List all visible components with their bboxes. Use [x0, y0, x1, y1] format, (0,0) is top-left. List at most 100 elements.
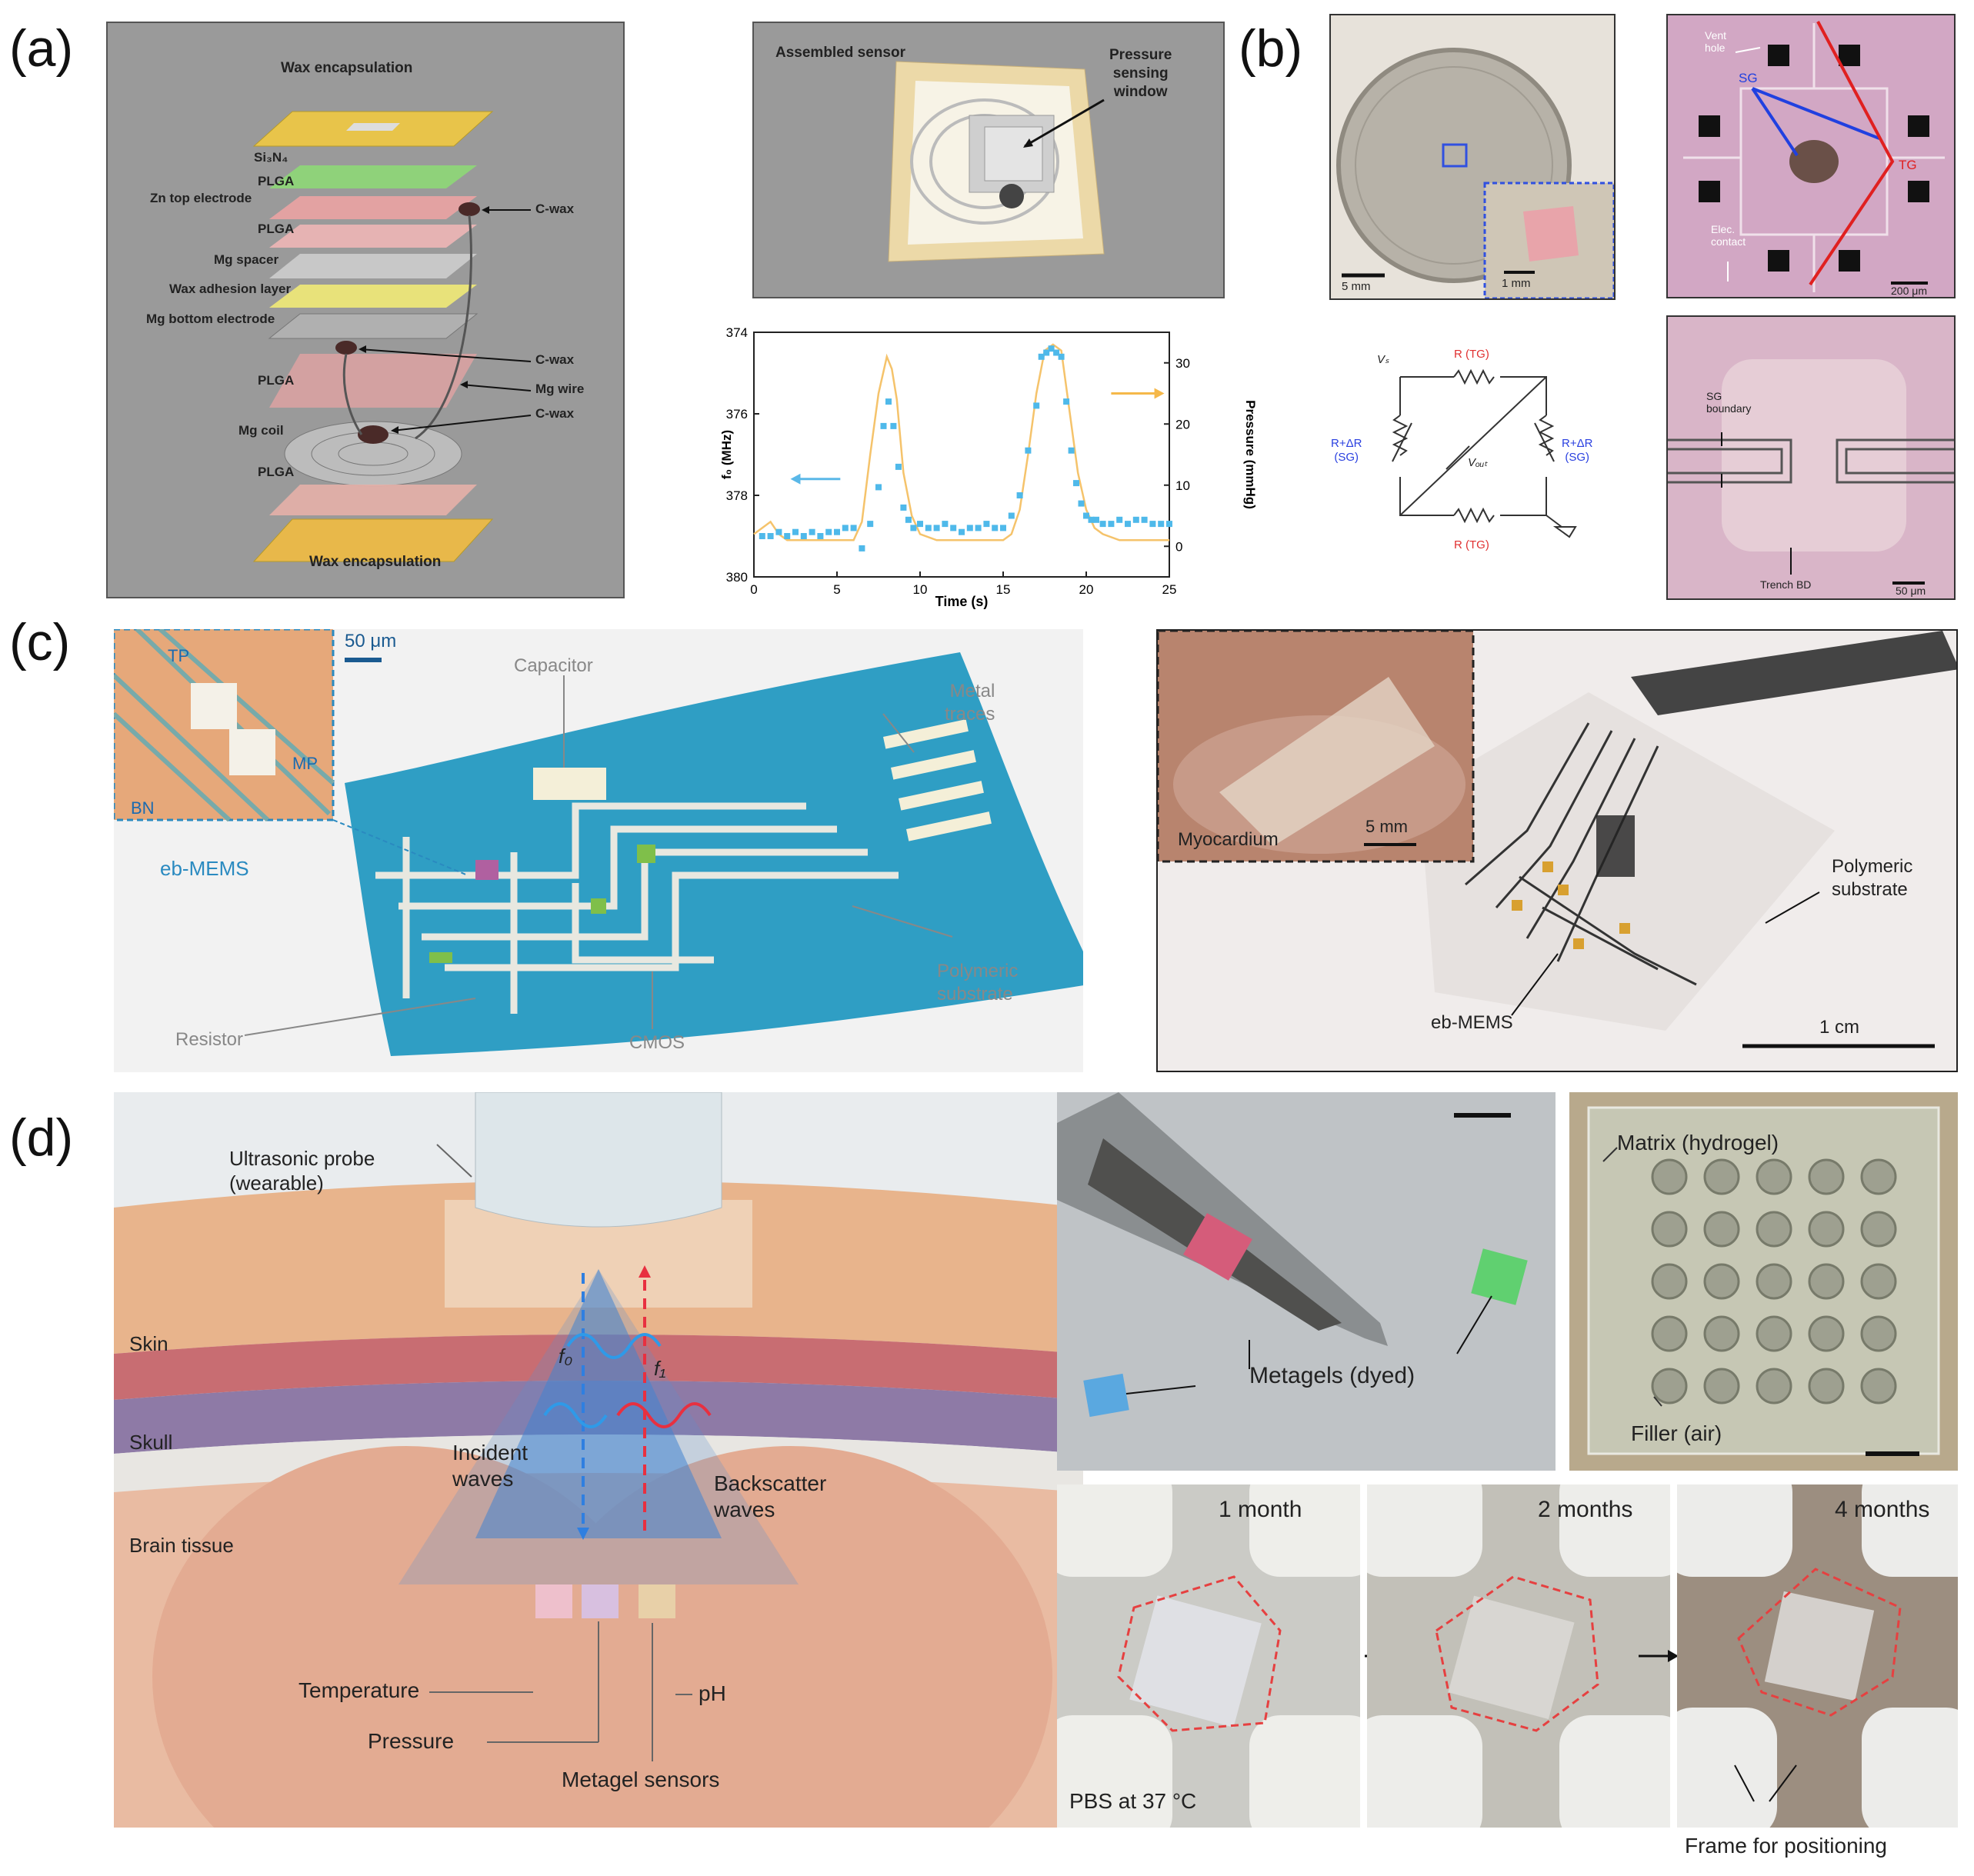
- frequency-point: [875, 484, 882, 491]
- frequency-point: [1043, 349, 1050, 356]
- filler-cell: [1808, 1211, 1845, 1248]
- ph-label: pH: [699, 1681, 726, 1705]
- month2-label: 2 months: [1538, 1497, 1633, 1522]
- pbs-label: PBS at 37 °C: [1069, 1789, 1197, 1813]
- assembled-sensor-render: Assembled sensor Pressure sensing window: [752, 22, 1225, 298]
- metagels-dyed-label: Metagels (dyed): [1249, 1363, 1415, 1388]
- eb-mems-photo: Myocardium 5 mm Polymeric substrate eb-M…: [1156, 629, 1958, 1072]
- eb-mems-photo-label: eb-MEMS: [1431, 1012, 1513, 1033]
- f0-label: f₀: [559, 1345, 573, 1368]
- resistor-label: Resistor: [175, 1029, 244, 1050]
- frequency-point: [895, 463, 902, 470]
- filler-cell: [1860, 1211, 1897, 1248]
- temperature-label: Temperature: [298, 1678, 420, 1702]
- layer-label-mg-coil: Mg coil: [238, 423, 284, 438]
- layer-label-mg-bottom: Mg bottom electrode: [146, 312, 275, 326]
- frequency-point: [959, 528, 965, 535]
- inset-scale: 50 μm: [345, 631, 397, 651]
- micrograph-graphic: [1683, 21, 1945, 292]
- filler-cell: [1703, 1263, 1740, 1300]
- coin-scale-5mm: 5 mm: [1342, 280, 1371, 293]
- right-tick-label: 30: [1175, 356, 1190, 371]
- frequency-point: [1048, 345, 1055, 352]
- month4-graphic: [1677, 1484, 1958, 1828]
- layer-label-wax-top: Wax encapsulation: [281, 60, 413, 76]
- frequency-point: [966, 525, 973, 531]
- inset-scale-5mm: 5 mm: [1365, 817, 1408, 836]
- filler-cell: [1703, 1158, 1740, 1195]
- left-tick-label: 378: [726, 488, 748, 503]
- frequency-point: [925, 525, 932, 531]
- circuit-vout: Vₒᵤₜ: [1468, 456, 1488, 469]
- micrograph-scale: 200 μm: [1891, 285, 1927, 297]
- frequency-point: [933, 525, 940, 531]
- coin-scale-1mm: 1 mm: [1502, 277, 1531, 290]
- circuit-r-tg-top: R (TG): [1454, 348, 1489, 361]
- left-tick-label: 380: [726, 570, 748, 585]
- inset-tp-label: TP: [168, 646, 190, 665]
- exploded-layer-diagram: Wax encapsulation Si₃N₄ PLGA Zn top elec…: [106, 22, 625, 598]
- frequency-point: [842, 525, 849, 531]
- filler-cell: [1703, 1211, 1740, 1248]
- filler-cell: [1651, 1211, 1688, 1248]
- panel-label-d: (d): [9, 1108, 74, 1167]
- circuit-graphic: [1392, 368, 1577, 538]
- frequency-point: [885, 398, 892, 405]
- x-tick-label: 5: [833, 582, 840, 597]
- layer-label-wax-bottom: Wax encapsulation: [309, 554, 442, 570]
- needle-graphic: [1057, 1092, 1528, 1418]
- assembled-sensor-title: Assembled sensor: [775, 45, 905, 61]
- frequency-point: [1141, 516, 1148, 523]
- frequency-point: [1000, 525, 1006, 531]
- left-tick-label: 376: [726, 407, 748, 422]
- callout-cwax-1: C-wax: [535, 202, 575, 216]
- trench-scale: 50 μm: [1896, 585, 1926, 597]
- left-axis-arrowhead: [790, 473, 801, 485]
- frequency-point: [1068, 447, 1075, 454]
- frequency-point: [1016, 492, 1023, 498]
- frequency-point: [800, 533, 807, 539]
- brain-tissue-label: Brain tissue: [129, 1534, 234, 1557]
- frequency-point: [1033, 402, 1040, 409]
- degradation-photo-4months: 4 months: [1677, 1484, 1958, 1828]
- x-tick-label: 25: [1162, 582, 1177, 597]
- frequency-point: [1132, 516, 1139, 523]
- filler-cell: [1808, 1263, 1845, 1300]
- metal-traces-label: Metal traces: [945, 681, 995, 725]
- filler-cell: [1808, 1158, 1845, 1195]
- x-tick-label: 15: [996, 582, 1011, 597]
- layer-label-wax-adhesion: Wax adhesion layer: [169, 282, 292, 296]
- polymeric-substrate-photo-label: Polymeric substrate: [1832, 856, 1913, 900]
- filler-cell: [1808, 1315, 1845, 1352]
- month2-graphic: [1367, 1484, 1670, 1828]
- callout-cwax-3: C-wax: [535, 406, 575, 421]
- filler-cell: [1756, 1368, 1792, 1405]
- sg-boundary-label: SG boundary: [1706, 390, 1752, 415]
- frequency-point: [975, 525, 982, 531]
- frequency-point: [1149, 521, 1156, 528]
- backscatter-waves-label: Backscatter waves: [714, 1471, 827, 1521]
- frequency-point: [1116, 516, 1123, 523]
- layer-label-plga-3: PLGA: [258, 373, 295, 388]
- trench-graphic: [1668, 359, 1954, 585]
- filler-cell: [1756, 1211, 1792, 1248]
- filler-cell: [1703, 1315, 1740, 1352]
- matrix-graphic: [1587, 1106, 1940, 1456]
- frequency-point: [910, 525, 917, 531]
- frequency-point: [942, 521, 949, 528]
- frequency-point: [1078, 500, 1085, 507]
- frequency-point: [775, 528, 782, 535]
- frequency-point: [792, 528, 799, 535]
- frequency-point: [1038, 353, 1045, 360]
- coin-graphic: [1336, 48, 1614, 298]
- x-tick-label: 10: [913, 582, 928, 597]
- circuit-vs: Vₛ: [1377, 353, 1389, 366]
- layer-label-zn-top: Zn top electrode: [150, 191, 252, 205]
- left-tick-label: 374: [726, 325, 748, 340]
- filler-cell: [1651, 1158, 1688, 1195]
- frequency-point: [983, 521, 990, 528]
- frequency-point: [850, 525, 857, 531]
- filler-cell: [1756, 1158, 1792, 1195]
- sg-label: SG: [1739, 71, 1758, 85]
- circuit-r-sg-right: R+ΔR (SG): [1562, 437, 1593, 464]
